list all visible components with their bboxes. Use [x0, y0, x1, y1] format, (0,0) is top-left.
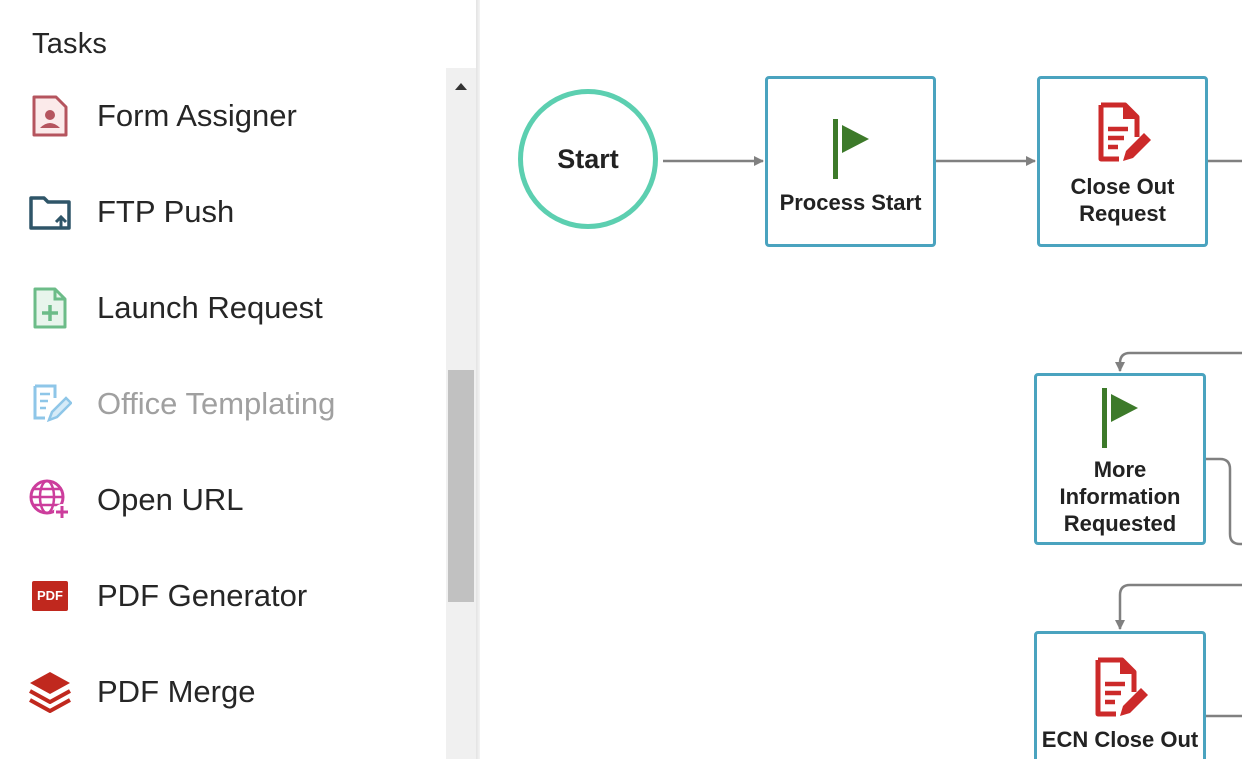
task-item-pdf-merge[interactable]: PDF Merge	[0, 644, 446, 740]
workflow-connectors	[663, 156, 1242, 718]
start-node-label: Start	[557, 143, 619, 174]
task-label: Form Assigner	[97, 98, 297, 133]
pdf-merge-icon	[26, 668, 74, 716]
open-url-icon	[26, 476, 74, 524]
task-label: Launch Request	[97, 290, 323, 325]
ftp-push-icon	[26, 188, 74, 236]
node-label: Process Start	[779, 190, 922, 215]
task-item-form-assigner[interactable]: Form Assigner	[0, 68, 446, 164]
connector-into-more-information	[1115, 351, 1242, 372]
flag-icon	[1100, 386, 1140, 450]
launch-request-icon	[26, 284, 74, 332]
task-label: FTP Push	[97, 194, 235, 229]
task-label: Office Templating	[97, 386, 336, 421]
pdf-generator-icon: PDF	[26, 572, 74, 620]
node-more-information-requested[interactable]: More Information Requested	[1034, 373, 1206, 545]
task-item-office-templating[interactable]: Office Templating	[0, 356, 446, 452]
scroll-up-arrow-icon[interactable]	[446, 68, 476, 104]
node-label: ECN Close Out	[1041, 727, 1199, 752]
node-label: Close Out Request	[1070, 174, 1175, 226]
task-palette-sidebar: Tasks Form Assigner FTP Push	[0, 0, 476, 759]
sidebar-scrollbar[interactable]	[446, 68, 476, 759]
task-item-launch-request[interactable]: Launch Request	[0, 260, 446, 356]
node-ecn-close-out[interactable]: ECN Close Out	[1034, 631, 1206, 759]
flag-icon	[831, 117, 871, 181]
document-edit-icon	[1095, 101, 1151, 165]
form-assigner-icon	[26, 92, 74, 140]
sidebar-title: Tasks	[32, 28, 108, 60]
node-close-out-request[interactable]: Close Out Request	[1037, 76, 1208, 247]
task-label: PDF Merge	[97, 674, 256, 709]
task-label: PDF Generator	[97, 578, 308, 613]
workflow-canvas[interactable]: Start Process Start Close Out Request Mo…	[480, 0, 1242, 759]
office-templating-icon	[26, 380, 74, 428]
task-item-ftp-push[interactable]: FTP Push	[0, 164, 446, 260]
pdf-badge: PDF	[32, 581, 68, 611]
connector-into-ecn-close-out	[1115, 583, 1242, 630]
connector-more-information-exit	[1206, 457, 1242, 546]
task-item-open-url[interactable]: Open URL	[0, 452, 446, 548]
scrollbar-thumb[interactable]	[448, 370, 474, 602]
node-label: More Information Requested	[1059, 457, 1181, 536]
node-process-start[interactable]: Process Start	[765, 76, 936, 247]
panel-divider[interactable]	[476, 0, 480, 759]
task-item-pdf-generator[interactable]: PDF PDF Generator	[0, 548, 446, 644]
document-edit-icon	[1092, 656, 1148, 720]
start-node[interactable]: Start	[518, 89, 658, 229]
task-label: Open URL	[97, 482, 244, 517]
